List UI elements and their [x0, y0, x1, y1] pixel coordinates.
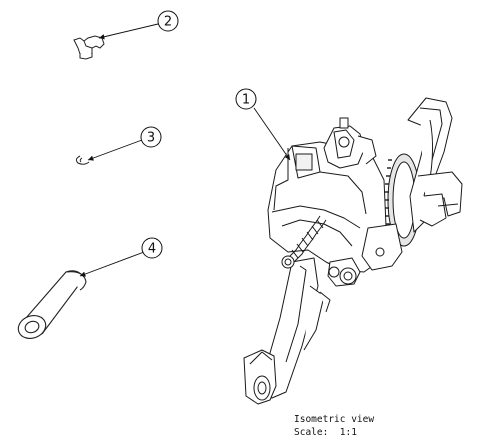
part-1-pedal-assembly: [243, 97, 463, 405]
leader-lines: [79, 23, 291, 277]
svg-text:1: 1: [242, 93, 250, 108]
scale-label: Scale:: [294, 427, 329, 438]
part-2-clip: [73, 35, 105, 60]
scale-value: 1:1: [339, 427, 357, 438]
leader-line-3: [87, 139, 143, 161]
part-3-e-ring: [75, 155, 90, 165]
view-caption: Isometric view Scale: 1:1: [294, 413, 374, 439]
callout-balloon-3: 3: [140, 126, 162, 148]
svg-text:2: 2: [164, 15, 172, 30]
callout-balloon-1: 1: [235, 88, 257, 110]
svg-text:3: 3: [147, 131, 155, 146]
part-4-bushing: [17, 270, 87, 339]
svg-text:4: 4: [148, 242, 156, 257]
callout-balloon-4: 4: [141, 237, 163, 259]
leader-line-1: [253, 107, 291, 161]
callout-balloon-2: 2: [157, 10, 179, 32]
leader-line-2: [98, 23, 159, 40]
view-label: Isometric view: [294, 414, 375, 425]
leader-line-4: [79, 251, 145, 277]
